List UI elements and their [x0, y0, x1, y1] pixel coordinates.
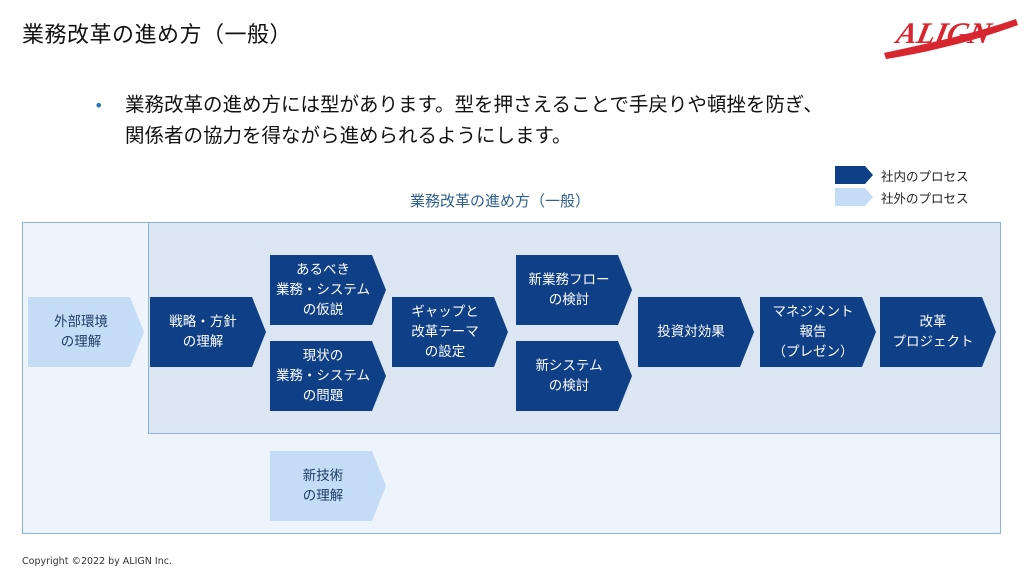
- step-strategy-label: 戦略・方針 の理解: [169, 314, 237, 350]
- svg-text:ALIGN: ALIGN: [892, 16, 996, 50]
- legend-internal-swatch: [835, 166, 873, 184]
- bullet-line-1: 業務改革の進め方には型があります。型を押さえることで手戻りや頓挫を防ぎ、: [125, 93, 823, 116]
- bullet-marker: •: [94, 96, 104, 115]
- step-new-business-flow-label: 新業務フロー の検討: [528, 272, 610, 308]
- align-logo: ALIGN: [884, 16, 1018, 59]
- step-current-issues-label: 現状の 業務・システム の問題: [275, 348, 371, 404]
- page-title: 業務改革の進め方（一般）: [22, 23, 293, 48]
- legend-external-label: 社外のプロセス: [881, 190, 969, 206]
- legend-external: 社外のプロセス: [835, 188, 969, 206]
- bullet-line-2: 関係者の協力を得ながら進められるようにします。: [125, 124, 572, 147]
- step-new-system-label: 新システム の検討: [535, 358, 603, 394]
- copyright-footer: Copyright ©2022 by ALIGN Inc.: [22, 556, 172, 567]
- step-external-environment-label: 外部環境 の理解: [54, 314, 108, 350]
- diagram-title: 業務改革の進め方（一般）: [409, 192, 590, 210]
- step-gap-themes-label: ギャップと 改革テーマ の設定: [411, 304, 479, 360]
- legend-external-swatch: [835, 188, 873, 206]
- legend-internal-label: 社内のプロセス: [881, 168, 969, 184]
- step-roi-label: 投資対効果: [657, 324, 725, 340]
- step-hypothesis-label: あるべき 業務・システム の仮説: [275, 262, 371, 318]
- step-new-technology-label: 新技術 の理解: [302, 468, 344, 504]
- step-management-report-label: マネジメント 報告 （プレゼン）: [772, 304, 854, 360]
- legend-internal: 社内のプロセス: [835, 166, 969, 184]
- step-reform-project-label: 改革 プロジェクト: [892, 314, 974, 350]
- bullet-text: 業務改革の進め方には型があります。型を押さえることで手戻りや頓挫を防ぎ、 関係者…: [125, 89, 823, 151]
